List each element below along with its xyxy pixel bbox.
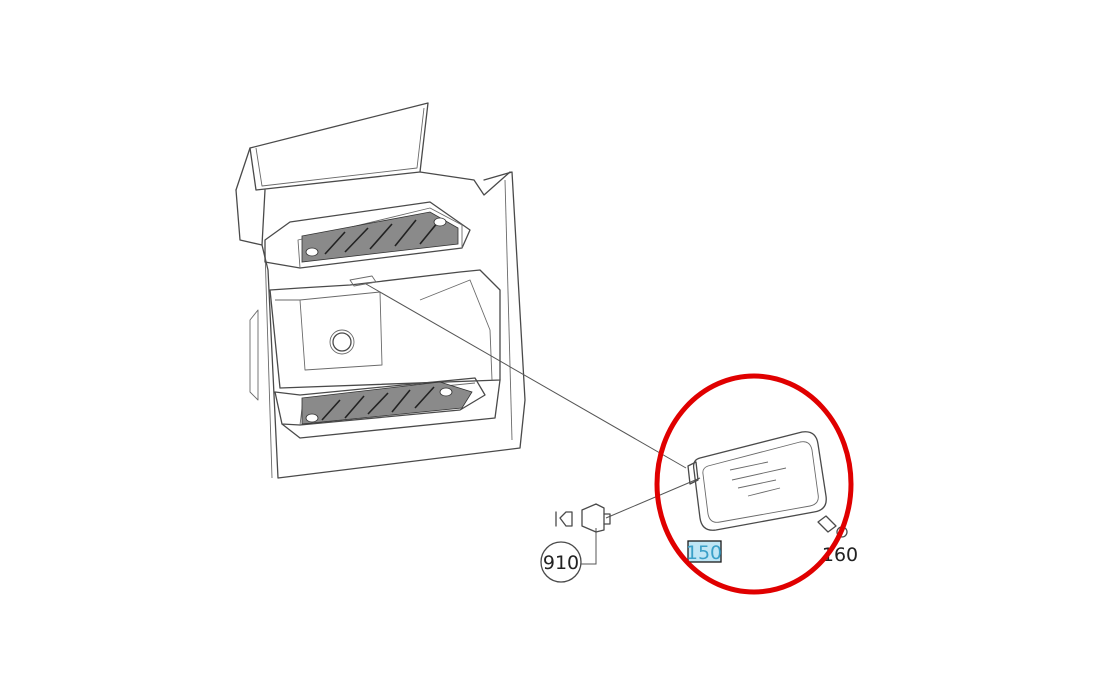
step-assembly bbox=[235, 102, 526, 479]
callout-910-label: 910 bbox=[543, 552, 579, 574]
lower-tread bbox=[301, 381, 473, 425]
callout-150-label: 150 bbox=[686, 542, 722, 564]
callout-910[interactable]: 910 bbox=[540, 541, 582, 583]
callout-150[interactable]: 150 bbox=[686, 540, 722, 564]
connector-part bbox=[555, 503, 611, 533]
lamp-lens-part bbox=[687, 431, 827, 531]
upper-tread bbox=[301, 211, 459, 263]
leader-lines bbox=[365, 283, 701, 565]
highlight-ring bbox=[654, 373, 854, 595]
callout-150-highlight bbox=[687, 540, 722, 563]
